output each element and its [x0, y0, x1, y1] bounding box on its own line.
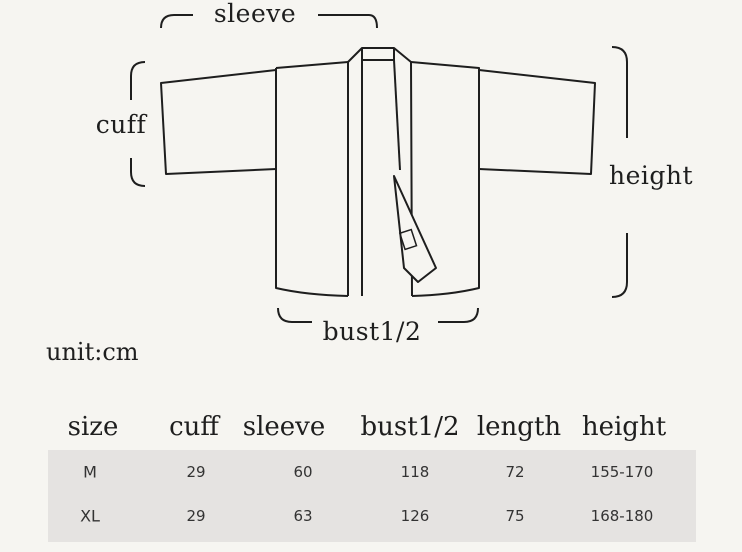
size-table: size cuff sleeve bust1/2 length height M… — [48, 412, 696, 542]
cell-cuff: 29 — [186, 463, 206, 481]
cell-sleeve: 63 — [293, 507, 313, 525]
cell-length: 75 — [505, 507, 525, 525]
cell-bust: 118 — [400, 463, 430, 481]
shoulder-line-left — [275, 61, 349, 69]
height-bracket — [611, 46, 628, 298]
collar-outline — [347, 47, 413, 297]
table-row: XL 29 63 126 75 168-180 — [48, 494, 696, 538]
cell-length: 72 — [505, 463, 525, 481]
collar-inner-right — [362, 48, 395, 61]
sleeve-bracket — [160, 14, 378, 29]
cuff-label: cuff — [96, 110, 148, 139]
cell-cuff: 29 — [186, 507, 206, 525]
table-row: M 29 60 118 72 155-170 — [48, 450, 696, 494]
right-sleeve-outline — [478, 69, 596, 175]
cell-sleeve: 60 — [293, 463, 313, 481]
height-label: height — [609, 161, 693, 190]
sleeve-label: sleeve — [214, 0, 296, 28]
bust-label: bust1/2 — [323, 317, 422, 346]
header-height: height — [581, 412, 667, 442]
header-sleeve: sleeve — [242, 412, 326, 442]
header-size: size — [67, 412, 119, 442]
body-outline — [275, 61, 480, 297]
bust-bracket — [277, 307, 479, 323]
cell-bust: 126 — [400, 507, 430, 525]
cell-size: M — [83, 462, 97, 482]
header-bust: bust1/2 — [360, 412, 460, 442]
neck-band — [393, 59, 401, 171]
front-flap-ticket — [398, 228, 418, 251]
cell-height: 168-180 — [590, 507, 654, 525]
front-flap — [393, 175, 437, 283]
header-cuff: cuff — [169, 412, 219, 442]
cuff-bracket — [130, 61, 146, 187]
left-sleeve-outline — [160, 69, 277, 175]
cell-size: XL — [80, 506, 100, 526]
table-header: size cuff sleeve bust1/2 length height — [48, 412, 696, 450]
table-body: M 29 60 118 72 155-170 XL 29 63 126 75 1… — [48, 450, 696, 542]
cell-height: 155-170 — [590, 463, 654, 481]
unit-label: unit:cm — [46, 338, 139, 366]
header-length: length — [476, 412, 562, 442]
